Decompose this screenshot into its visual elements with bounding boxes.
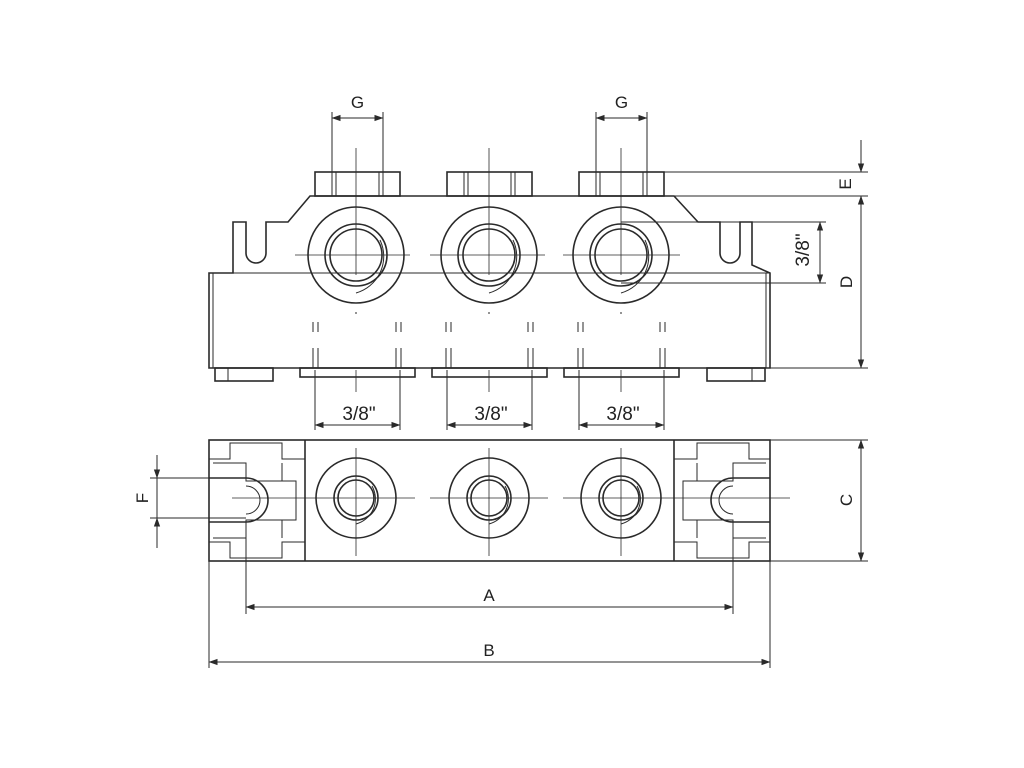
dim-g-right: G (615, 93, 628, 112)
dim-g-left: G (351, 93, 364, 112)
top-fitting-right (578, 171, 665, 197)
dim-d: D (837, 276, 856, 288)
dim-bottom-port-2: 3/8" (474, 404, 507, 425)
dim-bottom-port-3: 3/8" (606, 404, 639, 425)
top-left-end (209, 442, 305, 561)
top-fitting-left (314, 171, 401, 197)
front-view-dimensions: G G E D 3/8" 3/8" 3/8" 3/8" (314, 93, 868, 430)
hidden-thread-lines (312, 312, 666, 368)
dim-bore-side: 3/8" (793, 233, 814, 266)
front-view (208, 148, 771, 392)
top-body-outline (208, 439, 771, 562)
dim-bottom-port-1: 3/8" (342, 404, 375, 425)
top-fitting-middle (446, 171, 533, 197)
dim-c: C (837, 494, 856, 506)
top-right-end (674, 442, 770, 561)
dim-f: F (133, 493, 152, 503)
dim-e: E (836, 178, 855, 189)
top-view (208, 439, 790, 562)
dim-a: A (483, 586, 495, 605)
bottom-fittings (214, 367, 766, 382)
top-centerlines (232, 448, 790, 556)
top-view-dimensions: F C A B (133, 439, 868, 668)
dim-b: B (483, 641, 494, 660)
front-centerlines (295, 148, 680, 392)
